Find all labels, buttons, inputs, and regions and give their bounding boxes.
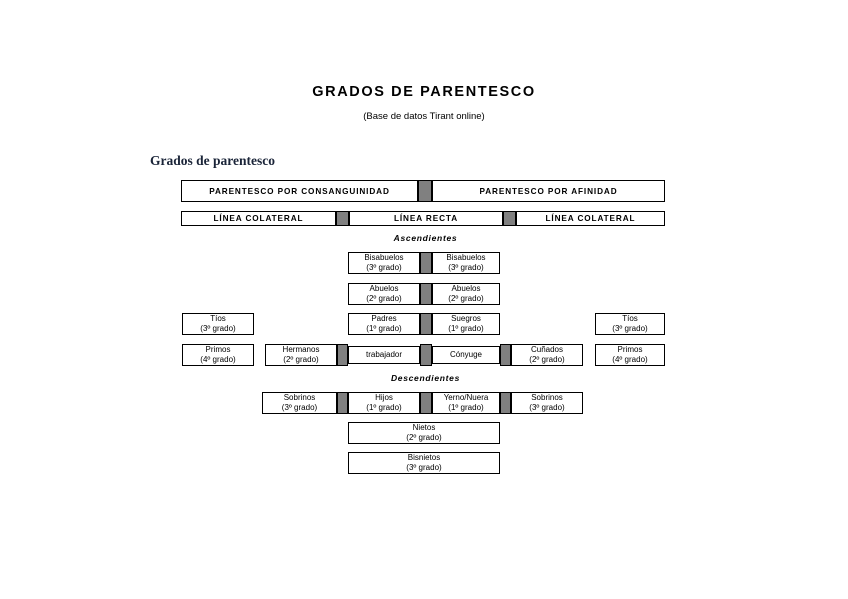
bar-divider-2 xyxy=(336,211,349,226)
node-degree: (2º grado) xyxy=(366,294,402,303)
node-degree: (1º grado) xyxy=(366,324,402,333)
row-divider-yerno xyxy=(500,392,511,414)
node-name: Bisabuelos xyxy=(364,253,404,263)
bar-linea-colateral-right: LÍNEA COLATERAL xyxy=(516,211,665,226)
node-primos-left: Primos (4º grado) xyxy=(182,344,254,366)
node-yerno-nuera: Yerno/Nuera (1º grado) xyxy=(432,392,500,414)
node-degree: (4º grado) xyxy=(612,355,648,364)
row-divider-conyuge xyxy=(500,344,511,366)
node-name: Primos xyxy=(205,345,231,355)
bar-linea-colateral-left: LÍNEA COLATERAL xyxy=(181,211,336,226)
node-bisabuelos-afinidad: Bisabuelos (3º grado) xyxy=(432,252,500,274)
node-name: Sobrinos xyxy=(531,393,563,403)
node-degree: (2º grado) xyxy=(448,294,484,303)
row-divider-trabajador xyxy=(420,344,432,366)
group-label-descendientes: Descendientes xyxy=(390,373,461,383)
node-trabajador: trabajador xyxy=(348,346,420,364)
node-tios-left: Tíos (3º grado) xyxy=(182,313,254,335)
node-name: trabajador xyxy=(365,350,403,360)
bar-divider-1 xyxy=(418,180,432,202)
node-name: Bisnietos xyxy=(407,453,441,463)
group-label-ascendientes: Ascendientes xyxy=(393,233,458,243)
node-name: Tíos xyxy=(210,314,226,324)
bar-label: LÍNEA COLATERAL xyxy=(213,214,304,223)
document-title: GRADOS DE PARENTESCO xyxy=(312,84,536,100)
node-sobrinos-left: Sobrinos (3º grado) xyxy=(262,392,337,414)
bar-parentesco-afinidad: PARENTESCO POR AFINIDAD xyxy=(432,180,665,202)
node-bisnietos: Bisnietos (3º grado) xyxy=(348,452,500,474)
row-divider-sobrinos-left xyxy=(337,392,348,414)
node-name: Tíos xyxy=(622,314,638,324)
node-conyuge: Cónyuge xyxy=(432,346,500,364)
node-degree: (3º grado) xyxy=(448,263,484,272)
node-name: Cónyuge xyxy=(449,350,483,360)
row-divider-padres xyxy=(420,313,432,335)
node-name: Yerno/Nuera xyxy=(443,393,489,403)
node-degree: (1º grado) xyxy=(448,324,484,333)
node-degree: (1º grado) xyxy=(448,403,484,412)
node-degree: (3º grado) xyxy=(406,463,442,472)
node-cunados: Cuñados (2º grado) xyxy=(511,344,583,366)
node-nietos: Nietos (2º grado) xyxy=(348,422,500,444)
node-degree: (2º grado) xyxy=(406,433,442,442)
document-subtitle: (Base de datos Tirant online) xyxy=(363,111,485,122)
node-name: Nietos xyxy=(412,423,436,433)
bar-label: PARENTESCO POR CONSANGUINIDAD xyxy=(209,186,390,196)
node-name: Cuñados xyxy=(530,345,564,355)
node-degree: (2º grado) xyxy=(529,355,565,364)
node-suegros: Suegros (1º grado) xyxy=(432,313,500,335)
node-abuelos-afinidad: Abuelos (2º grado) xyxy=(432,283,500,305)
node-name: Padres xyxy=(371,314,397,324)
node-name: Bisabuelos xyxy=(446,253,486,263)
node-degree: (1º grado) xyxy=(366,403,402,412)
row-divider-abuelos xyxy=(420,283,432,305)
row-divider-hijos xyxy=(420,392,432,414)
node-name: Hijos xyxy=(375,393,393,403)
bar-label: PARENTESCO POR AFINIDAD xyxy=(479,186,618,196)
bar-linea-recta: LÍNEA RECTA xyxy=(349,211,503,226)
node-name: Abuelos xyxy=(451,284,481,294)
node-padres: Padres (1º grado) xyxy=(348,313,420,335)
node-degree: (3º grado) xyxy=(200,324,236,333)
bar-divider-3 xyxy=(503,211,516,226)
node-hijos: Hijos (1º grado) xyxy=(348,392,420,414)
section-title: Grados de parentesco xyxy=(150,153,275,168)
bar-label: LÍNEA RECTA xyxy=(393,214,459,223)
node-name: Suegros xyxy=(451,314,481,324)
node-name: Abuelos xyxy=(369,284,399,294)
bar-parentesco-consanguinidad: PARENTESCO POR CONSANGUINIDAD xyxy=(181,180,418,202)
node-bisabuelos-consanguinidad: Bisabuelos (3º grado) xyxy=(348,252,420,274)
node-primos-right: Primos (4º grado) xyxy=(595,344,665,366)
node-tios-right: Tíos (3º grado) xyxy=(595,313,665,335)
node-hermanos: Hermanos (2º grado) xyxy=(265,344,337,366)
node-degree: (2º grado) xyxy=(283,355,319,364)
row-divider-hermanos xyxy=(337,344,348,366)
bar-label: LÍNEA COLATERAL xyxy=(545,214,636,223)
node-abuelos-consanguinidad: Abuelos (2º grado) xyxy=(348,283,420,305)
node-degree: (3º grado) xyxy=(612,324,648,333)
row-divider-bisabuelos xyxy=(420,252,432,274)
node-name: Sobrinos xyxy=(283,393,316,403)
node-degree: (3º grado) xyxy=(529,403,565,412)
node-degree: (4º grado) xyxy=(200,355,236,364)
node-name: Hermanos xyxy=(282,345,320,355)
node-name: Primos xyxy=(617,345,643,355)
node-degree: (3º grado) xyxy=(366,263,402,272)
node-degree: (3º grado) xyxy=(281,403,318,412)
node-sobrinos-right: Sobrinos (3º grado) xyxy=(511,392,583,414)
